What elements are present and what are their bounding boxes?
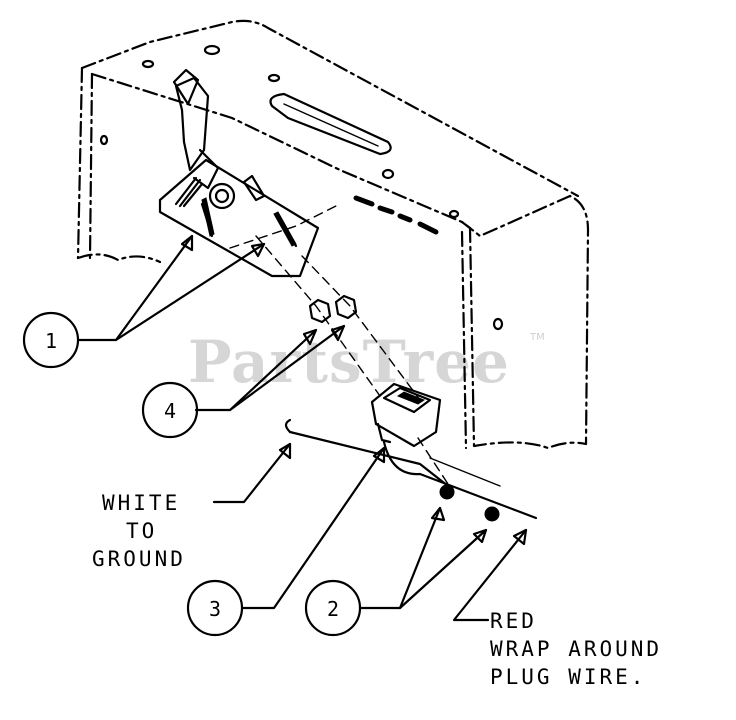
- bracket-post: [242, 174, 266, 202]
- panel-edge-marks: [353, 195, 439, 235]
- note-white-line-1: WHITE: [102, 491, 180, 515]
- callout-number: 1: [45, 329, 57, 353]
- explode-line-bracket-plate: [229, 203, 341, 249]
- leader-2-arrow-a: [430, 506, 446, 522]
- leader-1-b: [114, 242, 266, 342]
- leader-2-arrow-b: [472, 528, 488, 544]
- leader-3-arrow: [372, 446, 386, 464]
- lever-handle: [172, 68, 200, 106]
- leader-1-arrow-a: [180, 234, 194, 252]
- panel-hole: [203, 44, 221, 56]
- leader-white: [212, 442, 292, 504]
- callout-1: 1: [22, 311, 80, 369]
- leader-4-b: [228, 324, 346, 412]
- red-wire-sleeve: [429, 457, 501, 487]
- leader-red-arrow: [512, 528, 528, 546]
- panel-right-inner: [460, 230, 468, 450]
- explode-lines: [229, 203, 449, 485]
- note-red-line-3: PLUG WIRE.: [490, 665, 646, 689]
- lever-arm: [174, 76, 210, 172]
- leader-white-arrow: [278, 442, 292, 460]
- explode-line-bracket-switch: [255, 235, 381, 397]
- bracket-grommet-inner: [214, 188, 230, 204]
- leader-2-b: [398, 528, 488, 610]
- leader-lines: [76, 234, 528, 622]
- switch-body: [370, 382, 442, 448]
- callout-circle: [186, 579, 244, 637]
- panel-hole: [448, 209, 460, 219]
- note-white-line-3: GROUND: [92, 547, 186, 571]
- panel-left-edge: [76, 66, 84, 260]
- note-red-wrap: RED WRAP AROUND PLUG WIRE.: [490, 609, 662, 689]
- panel-hole: [99, 134, 109, 146]
- callout-circle: [141, 381, 199, 439]
- callout-number: 4: [164, 399, 176, 423]
- panel-top-edge: [80, 19, 580, 198]
- watermark-tm: TM: [529, 332, 545, 343]
- callout-4: 4: [141, 381, 199, 439]
- leader-red: [452, 528, 528, 622]
- note-white-line-2: TO: [126, 519, 157, 543]
- panel-fold: [460, 194, 572, 238]
- wire-terminal-left: [439, 484, 455, 500]
- panel-hole: [492, 317, 504, 331]
- ground-wire: [288, 430, 450, 488]
- leader-2-a: [358, 506, 442, 610]
- panel-left-inner: [88, 72, 94, 260]
- switch-rocker: [396, 391, 426, 405]
- leader-4-arrow-a: [302, 328, 318, 346]
- lever-link: [192, 148, 220, 190]
- switch-terminal: [376, 422, 392, 444]
- explode-line-switch-terminal: [417, 437, 449, 485]
- callout-number: 3: [209, 597, 221, 621]
- red-wire: [382, 440, 538, 520]
- panel-hole: [141, 59, 155, 69]
- hex-nut-left: [308, 298, 332, 324]
- ignition-switch: [370, 382, 442, 448]
- note-white-to-ground: WHITE TO GROUND: [92, 491, 186, 571]
- leader-4-arrow-b: [330, 324, 346, 342]
- ground-hook: [284, 418, 292, 434]
- bracket-plate: [158, 158, 320, 278]
- callout-circle: [22, 311, 80, 369]
- panel-right-face: [468, 194, 590, 450]
- wire-terminal-right: [484, 506, 500, 522]
- callout-2: 2: [304, 579, 362, 637]
- panel-bottom-left: [76, 253, 162, 264]
- dash-panel: [76, 19, 590, 450]
- leader-3: [240, 446, 386, 610]
- bracket-screw-left-tip: [201, 197, 215, 237]
- panel-hole: [381, 168, 395, 180]
- leader-1-a: [76, 234, 194, 342]
- watermark-text: PartsTree: [188, 328, 510, 396]
- explode-line-nut-switch: [301, 255, 421, 401]
- watermark: PartsTree TM: [188, 328, 545, 396]
- lever-spring: [174, 176, 204, 208]
- callout-number: 2: [327, 597, 339, 621]
- callout-circle: [304, 579, 362, 637]
- bracket-screw-right-tip: [273, 211, 297, 247]
- note-red-line-1: RED: [490, 609, 537, 633]
- callout-3: 3: [186, 579, 244, 637]
- panel-slot-inner: [283, 103, 379, 147]
- throttle-bracket: [158, 68, 320, 278]
- panel-slot: [269, 92, 392, 156]
- hex-nuts: [308, 294, 358, 324]
- bracket-grommet: [208, 182, 236, 210]
- panel-hole: [267, 73, 281, 83]
- wire-harness: [284, 418, 538, 522]
- switch-top: [382, 386, 432, 414]
- note-red-line-2: WRAP AROUND: [490, 637, 662, 661]
- hex-nut-right: [334, 294, 358, 320]
- leader-1-arrow-b: [250, 242, 266, 258]
